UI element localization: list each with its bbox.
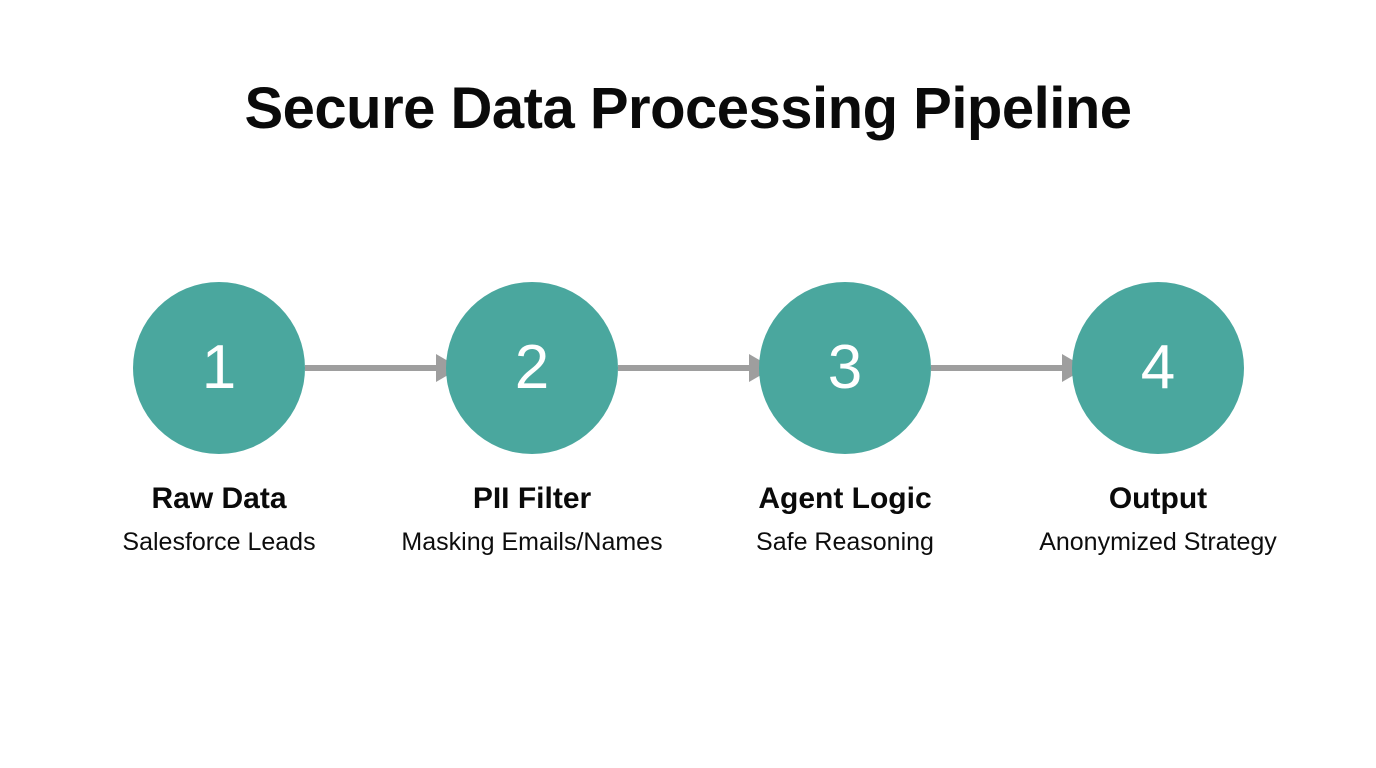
step-number-4: 4 <box>1140 333 1176 402</box>
step-circle-3[interactable]: 3 <box>759 282 931 454</box>
step-sublabel-1: Salesforce Leads <box>122 528 316 556</box>
step-sublabel-2: Masking Emails/Names <box>401 528 663 556</box>
pipeline-step-agent-logic[interactable]: 3 Agent Logic Safe Reasoning <box>689 282 1002 557</box>
step-circle-1[interactable]: 1 <box>133 282 305 454</box>
step-circle-4[interactable]: 4 <box>1072 282 1244 454</box>
step-sublabel-3: Safe Reasoning <box>756 528 934 556</box>
pipeline-step-output[interactable]: 4 Output Anonymized Strategy <box>1002 282 1315 557</box>
step-circle-2[interactable]: 2 <box>446 282 618 454</box>
pipeline-step-pii-filter[interactable]: 2 PII Filter Masking Emails/Names <box>376 282 689 557</box>
pipeline-step-raw-data[interactable]: 1 Raw Data Salesforce Leads <box>63 282 376 557</box>
arrow-connector-3-to-4 <box>931 354 1086 382</box>
step-label-3: Agent Logic <box>758 482 932 515</box>
step-number-1: 1 <box>201 333 237 402</box>
step-number-3: 3 <box>827 333 863 402</box>
step-sublabel-4: Anonymized Strategy <box>1039 528 1277 556</box>
arrow-connector-2-to-3 <box>618 354 773 382</box>
arrow-connector-1-to-2 <box>305 354 460 382</box>
step-label-1: Raw Data <box>151 482 287 515</box>
pipeline-flow: 1 Raw Data Salesforce Leads 2 PII Filter… <box>0 282 1376 582</box>
step-label-2: PII Filter <box>472 482 592 515</box>
page-title: Secure Data Processing Pipeline <box>244 76 1132 141</box>
step-number-2: 2 <box>514 333 550 402</box>
step-label-4: Output <box>1108 482 1208 515</box>
